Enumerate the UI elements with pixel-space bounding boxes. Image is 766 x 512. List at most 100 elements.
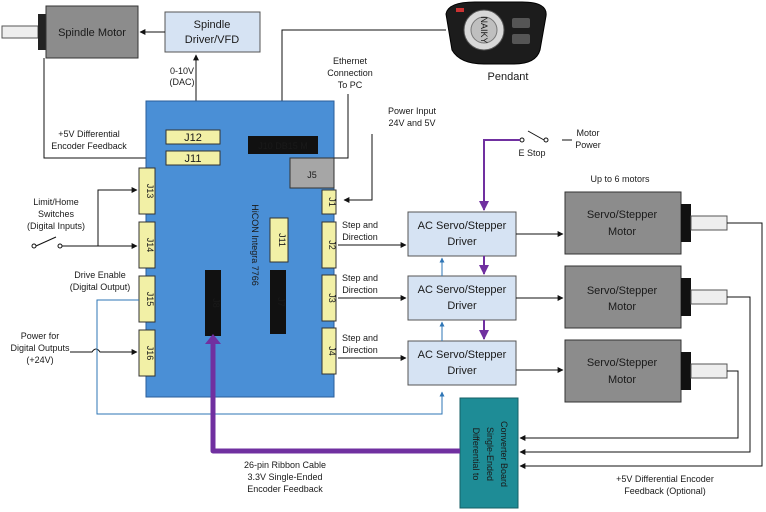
connector-j1 — [321, 189, 337, 215]
connector-j12 — [165, 129, 221, 145]
encoder-fb-top-line — [43, 58, 169, 161]
step-dir-3-line1: Step and — [342, 333, 378, 343]
limit-home-label-2: Switches — [38, 209, 75, 219]
driver-2-line2: Driver — [447, 300, 477, 312]
converter-line-3: Converter Board — [499, 421, 509, 487]
step-dir-2-line2: Direction — [342, 285, 378, 295]
power-input-label-2: 24V and 5V — [388, 118, 435, 128]
motor-1-line2: Motor — [608, 226, 636, 238]
drive-enable-label-1: Drive Enable — [74, 270, 126, 280]
connector-j11-mid-label: J11 — [277, 233, 287, 247]
limit-home-label-1: Limit/Home — [33, 197, 79, 207]
dac-label-2: (DAC) — [170, 77, 195, 87]
limit-home-label-3: (Digital Inputs) — [27, 221, 85, 231]
connector-j8 — [205, 270, 221, 336]
connector-j1-label: J1 — [327, 197, 337, 207]
pendant-label: Pendant — [488, 71, 529, 83]
power-input-label-1: Power Input — [388, 106, 437, 116]
motor-2: Servo/Stepper Motor — [564, 265, 728, 329]
power-outputs-label-3: (+24V) — [26, 355, 53, 365]
ribbon-cable — [210, 340, 460, 454]
power-outputs-label-2: Digital Outputs — [10, 343, 70, 353]
driver-1-line1: AC Servo/Stepper — [418, 220, 507, 232]
converter-line-2: Single-Ended — [485, 427, 495, 481]
connector-j13 — [138, 167, 156, 215]
motor-power-label-2: Power — [575, 140, 601, 150]
connector-j11-top — [165, 150, 221, 166]
connector-j7 — [270, 270, 286, 334]
motor-1-line1: Servo/Stepper — [587, 209, 658, 221]
motor-3: Servo/Stepper Motor — [564, 339, 728, 403]
ethernet-label-2: Connection — [327, 68, 373, 78]
spindle-driver-line2: Driver/VFD — [185, 34, 239, 46]
connector-j8-label: J8 — [211, 298, 221, 308]
connector-j14-label: J14 — [145, 238, 155, 253]
encoder-fb-bottom-1: +5V Differential Encoder — [616, 474, 714, 484]
connector-j16 — [138, 329, 156, 377]
connector-j16-label: J16 — [145, 346, 155, 361]
motor-power-line — [479, 139, 520, 211]
connector-j12-label: J12 — [184, 132, 202, 144]
step-dir-3-line2: Direction — [342, 345, 378, 355]
driver-3-line2: Driver — [447, 365, 477, 377]
converter-line-1: Differential to — [471, 428, 481, 481]
connector-j5 — [289, 157, 335, 189]
connector-j2-label: J2 — [327, 240, 337, 250]
drive-enable-label-2: (Digital Output) — [70, 282, 131, 292]
up-to-motors-label: Up to 6 motors — [590, 174, 650, 184]
connector-j10 — [248, 136, 318, 154]
ethernet-label-1: Ethernet — [333, 56, 368, 66]
driver-2-line1: AC Servo/Stepper — [418, 284, 507, 296]
motor-2-line2: Motor — [608, 301, 636, 313]
pendant-brand: NAIKY — [479, 16, 489, 43]
connector-j3 — [321, 274, 337, 322]
spindle-motor: Spindle Motor — [1, 5, 139, 59]
limit-switch — [31, 187, 138, 249]
driver-2: AC Servo/Stepper Driver — [407, 275, 517, 321]
connector-j11-mid — [269, 217, 289, 263]
power-outputs-label-1: Power for — [21, 331, 60, 341]
ribbon-label-3: Encoder Feedback — [247, 484, 323, 494]
ribbon-cable-arrow — [205, 334, 221, 344]
board-name: HiCON Integra 7766 — [250, 204, 260, 286]
ethernet-label-3: To PC — [338, 80, 363, 90]
ribbon-label-2: 3.3V Single-Ended — [247, 472, 322, 482]
encoder-fb-line-1 — [519, 222, 763, 469]
connector-j3-label: J3 — [327, 293, 337, 303]
motor-power-label-1: Motor — [576, 128, 599, 138]
connector-j11-top-label: J11 — [185, 153, 202, 165]
encoder-fb-top-2: Encoder Feedback — [51, 141, 127, 151]
connector-j15-label: J15 — [145, 292, 155, 307]
encoder-fb-bottom-2: Feedback (Optional) — [624, 486, 706, 496]
power-input-line — [343, 134, 373, 203]
driver-3: AC Servo/Stepper Driver — [407, 340, 517, 386]
motor-3-line1: Servo/Stepper — [587, 357, 658, 369]
driver-1: AC Servo/Stepper Driver — [407, 211, 517, 257]
power-outputs-line — [70, 348, 138, 355]
connector-j7-label: J7 — [276, 297, 286, 307]
spindle-motor-label: Spindle Motor — [58, 27, 126, 39]
connector-j2 — [321, 221, 337, 269]
connector-j10-label: J10 DB15 M — [258, 141, 308, 151]
estop-switch — [519, 130, 572, 143]
step-dir-1-line2: Direction — [342, 232, 378, 242]
driver-3-line1: AC Servo/Stepper — [418, 349, 507, 361]
connector-j5-label: J5 — [307, 170, 317, 180]
encoder-fb-line-3 — [519, 370, 739, 441]
motor-1: Servo/Stepper Motor — [564, 191, 728, 255]
step-dir-2-line1: Step and — [342, 273, 378, 283]
motor-3-line2: Motor — [608, 374, 636, 386]
connector-j13-label: J13 — [145, 184, 155, 199]
encoder-fb-top-1: +5V Differential — [58, 129, 120, 139]
driver-1-line2: Driver — [447, 236, 477, 248]
spindle-driver: Spindle Driver/VFD — [164, 11, 261, 53]
connector-j14 — [138, 221, 156, 269]
encoder-fb-line-2 — [519, 296, 751, 455]
step-dir-1-line1: Step and — [342, 220, 378, 230]
connector-j4 — [321, 327, 337, 375]
dac-label-1: 0-10V — [170, 66, 194, 76]
estop-label: E Stop — [518, 148, 545, 158]
ribbon-label-1: 26-pin Ribbon Cable — [244, 460, 326, 470]
motor-2-line1: Servo/Stepper — [587, 285, 658, 297]
